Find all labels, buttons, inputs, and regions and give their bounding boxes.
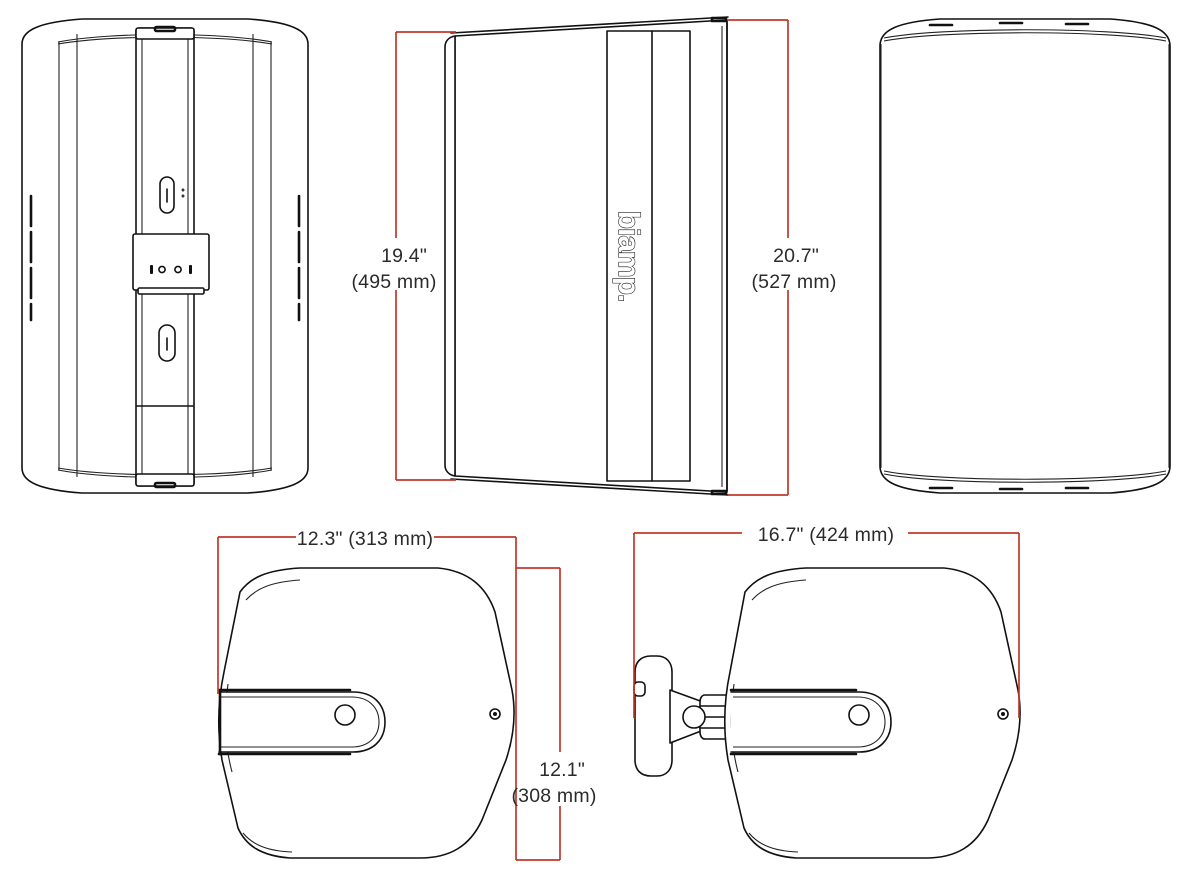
dimension-height-overall-mm: (527 mm) [751, 271, 836, 293]
side-rear-tab-top [710, 16, 728, 23]
dimension-width-cabinet-label: 12.3" (313 mm) [297, 528, 434, 550]
top-view [217, 567, 515, 859]
mount-pivot-ball [682, 705, 706, 729]
dimension-depth-cabinet: 12.1" (308 mm) [511, 567, 596, 861]
side-rear-tab-bottom [710, 489, 728, 496]
mount-rear-screw [997, 708, 1009, 720]
top-pivot-hole [334, 704, 356, 726]
top-view-with-mount [633, 567, 1021, 859]
front-bottom-rim [883, 473, 1167, 483]
dimension-width-cabinet: 12.3" (313 mm) [217, 528, 517, 860]
top-bracket-slot-inner [221, 696, 380, 748]
rear-keyhole-slot-upper [159, 176, 185, 214]
dimension-depth-cabinet-mm: (308 mm) [511, 785, 596, 807]
rear-rail-top-tab [153, 25, 177, 33]
rear-connector-panel [132, 233, 210, 291]
rear-connector-panel-lip [137, 287, 205, 295]
side-rear-panel [606, 30, 691, 482]
side-top-bevel [450, 16, 729, 34]
front-cabinet-outline [879, 18, 1171, 494]
mount-wall-plate [634, 655, 673, 777]
front-top-rim [883, 29, 1167, 39]
front-bottom-rim-2 [883, 470, 1167, 480]
dimension-depth-with-mount-label: 16.7" (424 mm) [758, 524, 895, 546]
dimension-height-front: 19.4" (495 mm) [351, 31, 456, 481]
front-rim-dash-marks [928, 21, 1090, 491]
biamp-logo-text: biamp. [612, 211, 645, 302]
side-front-edge-strip [444, 35, 456, 477]
rear-view [21, 18, 309, 494]
dimension-depth-cabinet-inches: 12.1" [539, 759, 585, 781]
top-rear-screw [489, 708, 501, 720]
dimension-height-overall-inches: 20.7" [773, 245, 819, 267]
front-top-rim-2 [883, 32, 1167, 42]
dimension-height-overall: 20.7" (527 mm) [728, 19, 836, 496]
top-bracket-slot [218, 691, 386, 753]
mount-wall-plate-keyhole [633, 681, 646, 697]
side-bottom-bevel [450, 478, 729, 496]
rear-rail-top-cap [135, 27, 195, 40]
dimension-height-front-mm: (495 mm) [351, 271, 436, 293]
dimension-depth-with-mount: 16.7" (424 mm) [633, 524, 1020, 718]
side-view: biamp. [444, 16, 729, 496]
rear-connector-marks [150, 265, 192, 274]
mount-bracket-slot-inner [733, 696, 886, 748]
rear-rail-bottom-tab [153, 481, 177, 489]
rear-keyhole-slot-lower [158, 324, 176, 362]
dimension-height-front-inches: 19.4" [381, 245, 427, 267]
mount-pivot-hole [848, 704, 870, 726]
mount-bracket-slot [730, 691, 892, 753]
front-view [879, 18, 1171, 494]
biamp-logo: biamp. [611, 210, 645, 302]
